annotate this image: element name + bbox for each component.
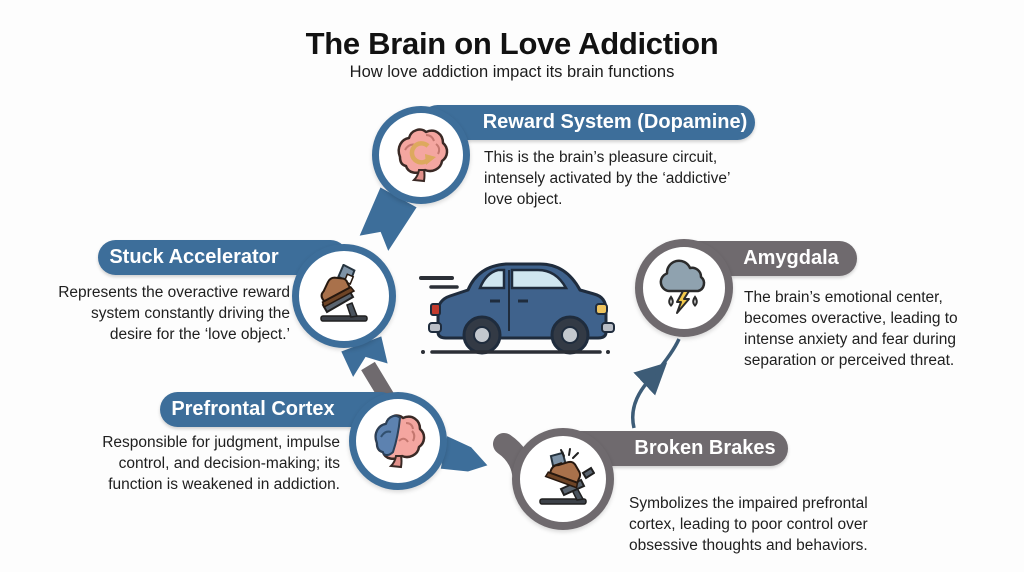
icon-circle: [349, 392, 447, 490]
node-description: The brain’s emotional center, becomes ov…: [744, 289, 958, 369]
page-title: The Brain on Love Addiction: [305, 26, 719, 61]
icon-circle: [635, 239, 733, 337]
node-label: Stuck Accelerator: [109, 246, 279, 268]
node-description: Responsible for judgment, impulse contro…: [102, 434, 340, 493]
label-pill: Reward System (Dopamine): [420, 105, 755, 140]
label-pill: Prefrontal Cortex: [160, 392, 398, 427]
node-label: Broken Brakes: [634, 437, 776, 459]
node-description: Represents the overactive reward system …: [58, 284, 290, 343]
icon-circle: [372, 106, 470, 204]
storm-cloud-icon: [659, 259, 706, 314]
icon-circle: [512, 428, 614, 530]
prefrontal-brain-icon: [374, 414, 426, 469]
arrow-reward-to-accelerator: [356, 184, 420, 256]
broken-pedal-icon: [539, 448, 595, 505]
accelerator-pedal-icon: [320, 264, 368, 322]
car-icon: [421, 262, 615, 355]
node-label: Prefrontal Cortex: [171, 398, 335, 420]
crack-marks-icon: [560, 448, 579, 459]
motion-lines-icon: [419, 276, 459, 289]
page-subtitle: How love addiction impact its brain func…: [349, 63, 675, 81]
car-side-view-illustration: [419, 262, 615, 355]
brain-cycle-icon: [397, 128, 449, 183]
node-description: Symbolizes the impaired prefrontal corte…: [629, 495, 868, 554]
arrow-prefrontal-to-brakes: [437, 431, 534, 484]
icon-circle: [292, 244, 396, 348]
arrow-brakes-to-amygdala: [631, 338, 681, 429]
node-label: Amygdala: [743, 247, 839, 269]
node-description: This is the brain’s pleasure circuit, in…: [484, 149, 730, 208]
node-label: Reward System (Dopamine): [482, 111, 748, 133]
